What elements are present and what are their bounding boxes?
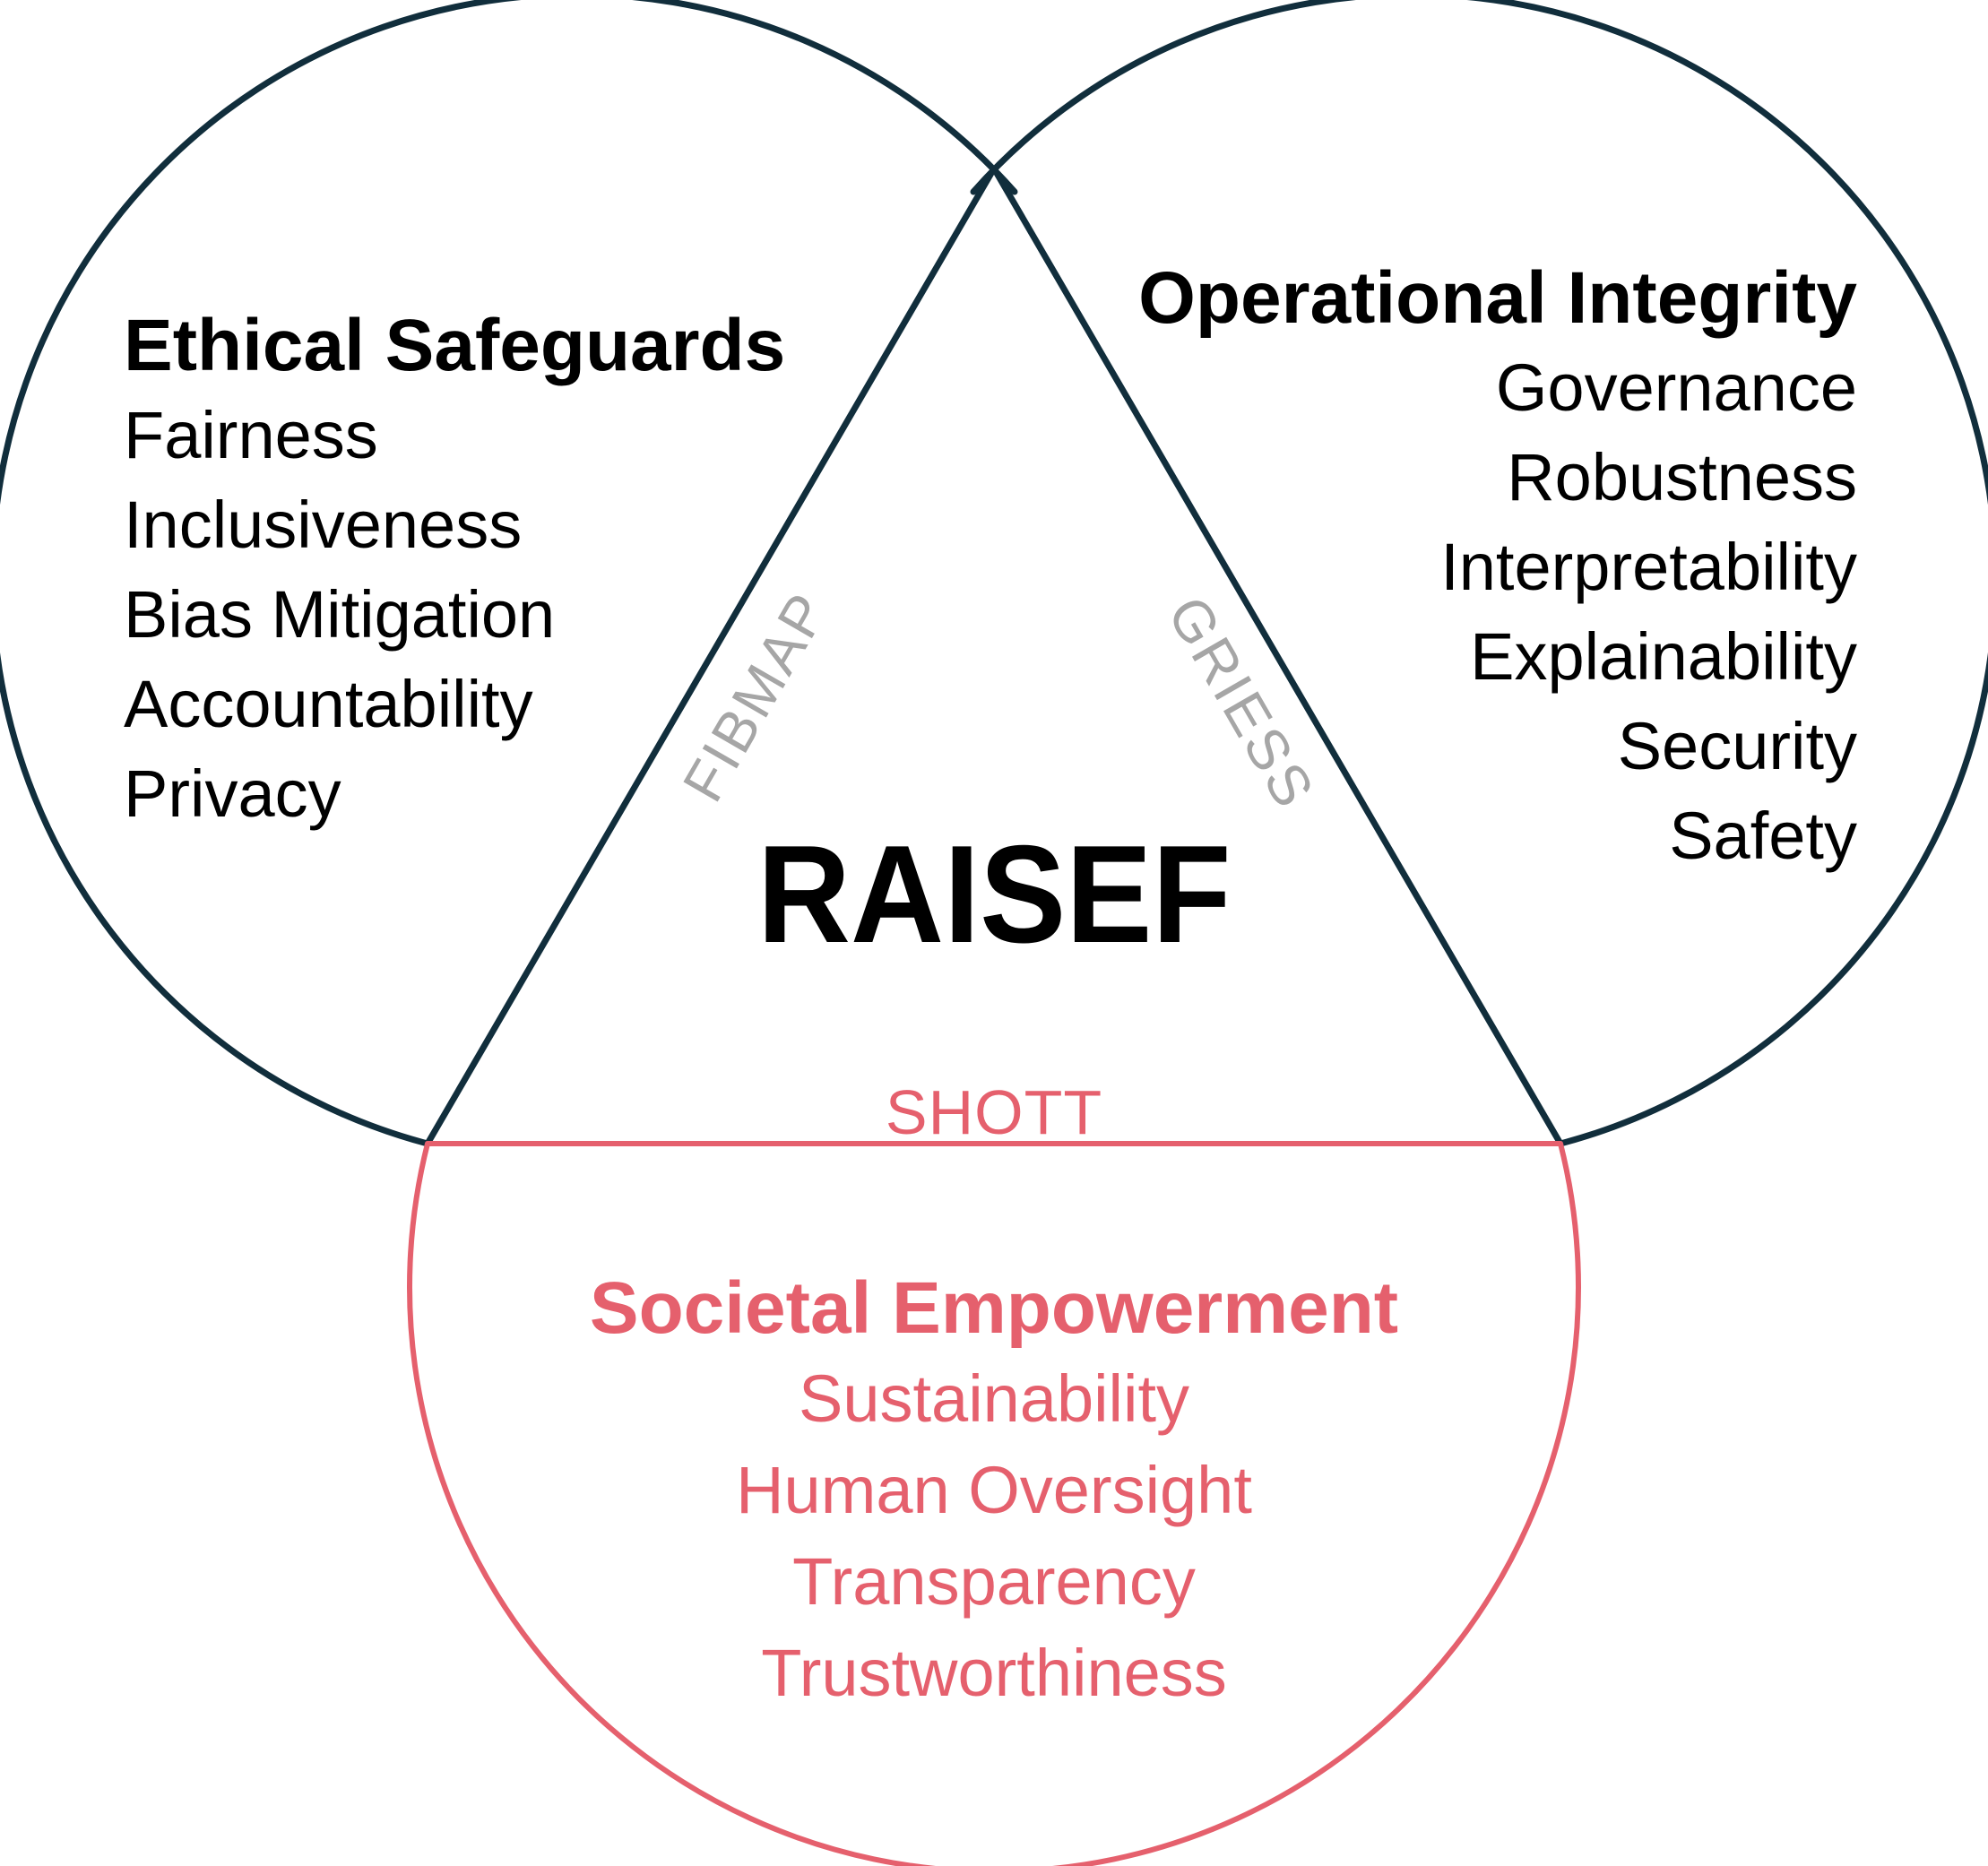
center-title: RAISEF: [0, 825, 1988, 963]
ethical-circle-outline: [0, 0, 1018, 1147]
ethical-safeguards-heading: Ethical Safeguards: [124, 305, 786, 386]
operational-item-safety: Safety: [1669, 799, 1857, 873]
ethical-item-inclusiveness: Inclusiveness: [124, 488, 523, 562]
ethical-item-bias-mitigation: Bias Mitigation: [124, 577, 556, 652]
societal-circle-outline: [407, 1141, 1581, 1866]
ethical-safeguards-block: Ethical Safeguards Fairness Inclusivenes…: [124, 301, 785, 839]
shott-edge-label: SHOTT: [885, 1077, 1103, 1147]
ethical-item-privacy: Privacy: [124, 756, 341, 831]
operational-item-security: Security: [1617, 709, 1857, 783]
operational-circle-outline: [970, 0, 1988, 1147]
operational-integrity-heading: Operational Integrity: [1138, 257, 1857, 339]
operational-item-interpretability: Interpretability: [1440, 530, 1857, 604]
center-title-text: RAISEF: [756, 816, 1232, 972]
ethical-item-accountability: Accountability: [124, 667, 533, 741]
societal-item-human-oversight: Human Oversight: [736, 1453, 1252, 1527]
societal-empowerment-block: Societal Empowerment Sustainability Huma…: [0, 1264, 1988, 1719]
societal-item-transparency: Transparency: [792, 1544, 1196, 1619]
operational-item-robustness: Robustness: [1507, 440, 1857, 514]
operational-integrity-block: Operational Integrity Governance Robustn…: [1138, 254, 1857, 881]
ethical-item-fairness: Fairness: [124, 398, 378, 472]
operational-item-explainability: Explainability: [1470, 619, 1857, 694]
societal-item-trustworthiness: Trustworthiness: [761, 1636, 1227, 1710]
societal-empowerment-heading: Societal Empowerment: [589, 1267, 1399, 1349]
societal-item-sustainability: Sustainability: [798, 1361, 1189, 1436]
operational-item-governance: Governance: [1495, 350, 1857, 425]
